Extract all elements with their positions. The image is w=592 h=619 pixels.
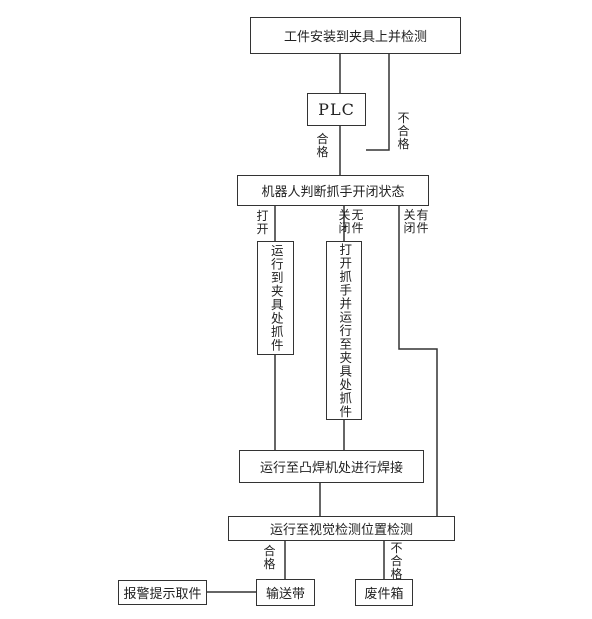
node-alarm: 报警提示取件: [118, 580, 207, 605]
edge-label-closed-has-part: 关 有 闭 件: [403, 208, 429, 235]
node-fixture-pick: 运行到夹具处抓件: [257, 241, 294, 355]
node-scrap-bin: 废件箱: [355, 579, 413, 606]
edge-label-vision-fail: 不合格: [390, 541, 403, 581]
edge-label-plc-pass: 合格: [316, 132, 329, 159]
edge-label-vision-pass: 合格: [263, 544, 276, 571]
edge-label-plc-fail: 不合格: [397, 111, 410, 151]
edge-label-open: 打开: [256, 209, 269, 236]
node-robot-check: 机器人判断抓手开闭状态: [237, 175, 429, 206]
node-conveyor: 输送带: [256, 579, 315, 606]
node-weld: 运行至凸焊机处进行焊接: [239, 450, 424, 483]
node-open-gripper: 打开抓手并运行至夹具处抓件: [326, 241, 362, 420]
node-plc: PLC: [307, 93, 366, 126]
node-install: 工件安装到夹具上并检测: [250, 17, 461, 54]
edge-label-closed-no-part: 关 无 闭 件: [338, 208, 364, 235]
line-fail-loop: [366, 54, 390, 151]
line-robot-to-vision: [398, 206, 438, 516]
node-vision-check: 运行至视觉检测位置检测: [228, 516, 455, 541]
